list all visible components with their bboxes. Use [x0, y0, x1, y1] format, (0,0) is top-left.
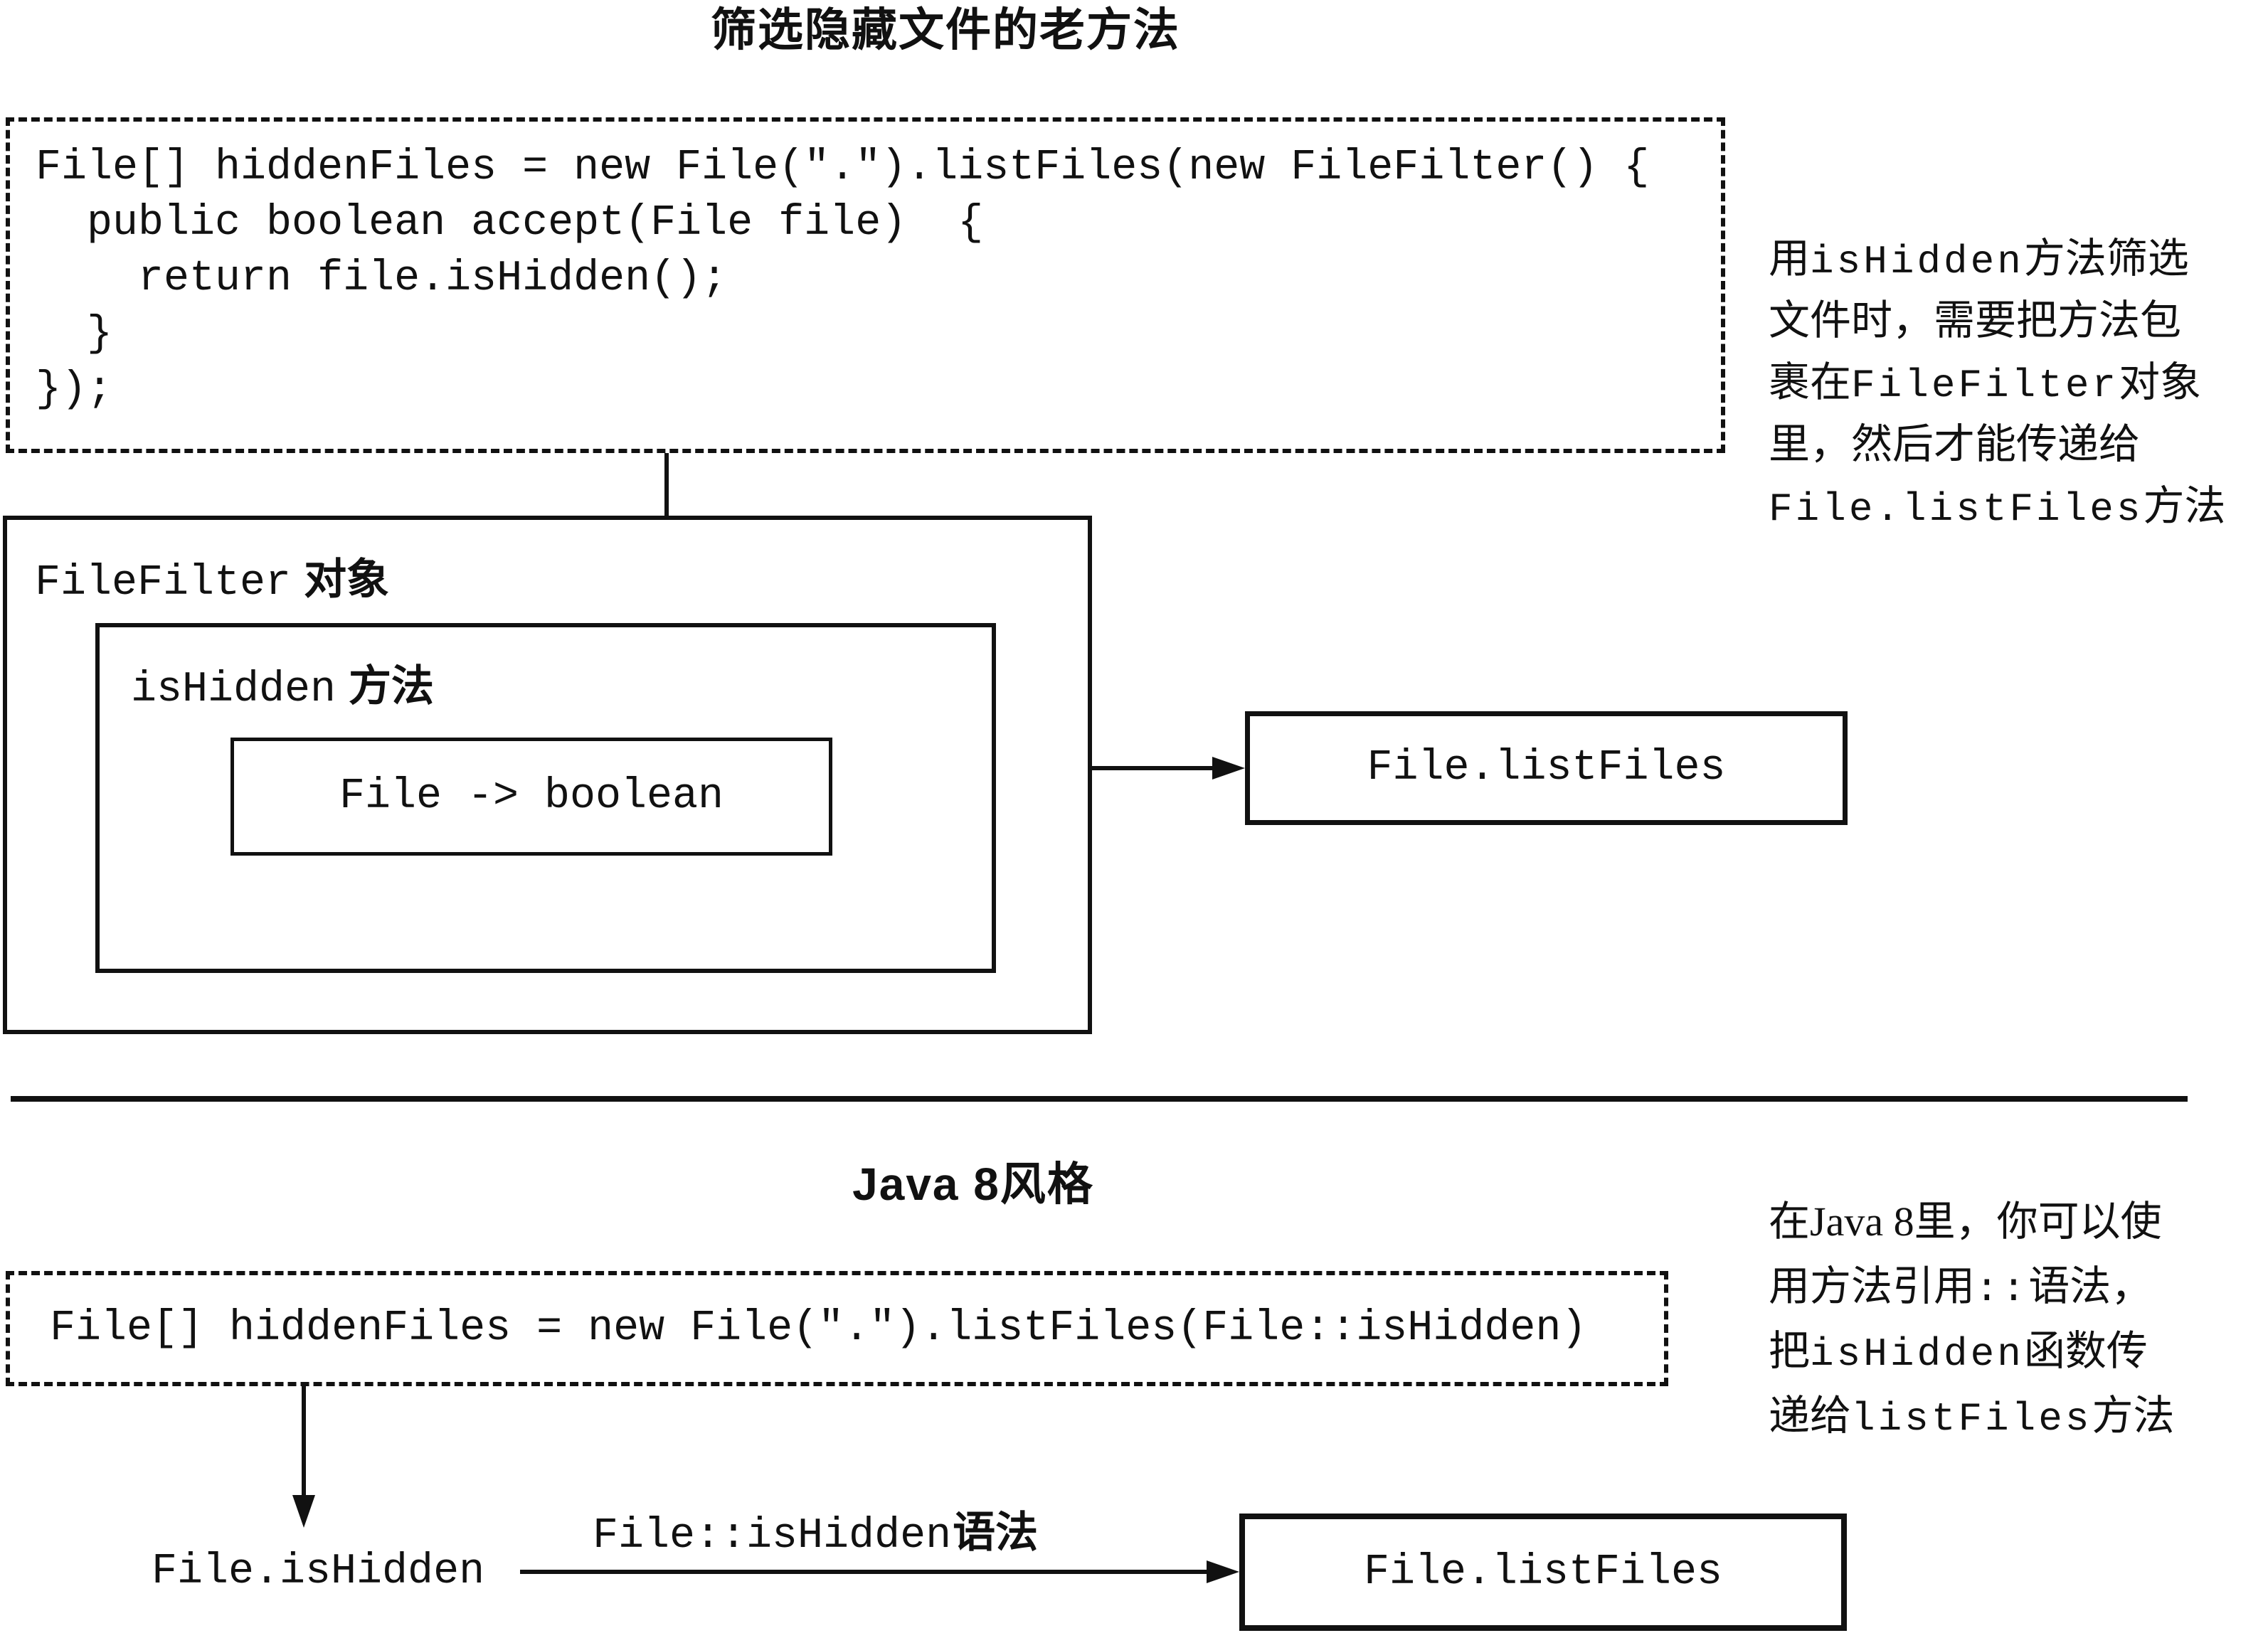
ishidden-label-code: isHidden	[131, 666, 337, 714]
ishidden-label-cn: 方法	[349, 663, 435, 710]
annotation-line: 裹在FileFilter对象	[1769, 359, 2202, 408]
java8-code: File[] hiddenFiles = new File(".").listF…	[50, 1304, 1587, 1353]
filefilter-label-code: FileFilter	[35, 559, 292, 607]
arrow-methodref-to-listfiles-line	[520, 1570, 1209, 1574]
listfiles-box-bottom: File.listFiles	[1239, 1514, 1847, 1631]
annotation-line: 用方法引用::语法，	[1769, 1263, 2153, 1312]
filefilter-label-cn: 对象	[304, 556, 390, 603]
code-line: return file.isHidden();	[36, 255, 728, 303]
arrow-right-icon	[1212, 757, 1245, 780]
annotation-line: 文件时，需要把方法包	[1769, 297, 2182, 344]
filefilter-object-label: FileFilter 对象	[35, 545, 389, 607]
syntax-label-code: File::isHidden	[593, 1512, 952, 1560]
method-reference-text: File.isHidden	[152, 1548, 485, 1596]
listfiles-box-top-text: File.listFiles	[1367, 744, 1726, 792]
annotation-line: File.listFiles方法	[1769, 483, 2226, 532]
java8-title: Java 8风格	[852, 1159, 1094, 1210]
annotation-line: 里，然后才能传递给	[1769, 421, 2141, 467]
lambda-signature-text: File -> boolean	[339, 772, 724, 821]
old-way-annotation: 用isHidden方法筛选文件时，需要把方法包裹在FileFilter对象里，然…	[1769, 233, 2268, 543]
listfiles-box-bottom-text: File.listFiles	[1363, 1548, 1723, 1597]
arrow-right-icon	[1207, 1560, 1239, 1583]
code-line: public boolean accept(File file) {	[36, 199, 984, 248]
code-line: File[] hiddenFiles = new File(".").listF…	[36, 144, 1650, 192]
java8-code-box: File[] hiddenFiles = new File(".").listF…	[6, 1271, 1668, 1386]
ishidden-method-label: isHidden 方法	[131, 651, 434, 714]
section-divider	[11, 1096, 2188, 1102]
old-way-code: File[] hiddenFiles = new File(".").listF…	[36, 140, 1721, 417]
old-way-title: 筛选隐藏文件的老方法	[711, 4, 1180, 55]
arrow-code-to-methodref-line	[302, 1386, 306, 1496]
annotation-line: 在Java 8里，你可以使	[1769, 1198, 2162, 1245]
syntax-label-cn: 语法	[953, 1509, 1039, 1556]
code-line: });	[36, 366, 113, 414]
annotation-line: 把isHidden函数传	[1769, 1328, 2148, 1377]
arrow-down-icon	[292, 1495, 315, 1528]
annotation-line: 递给listFiles方法	[1769, 1393, 2175, 1442]
arrow-object-to-listfiles-line	[1092, 766, 1214, 770]
old-way-code-box: File[] hiddenFiles = new File(".").listF…	[6, 117, 1725, 453]
code-line: }	[36, 310, 113, 358]
java8-annotation: 在Java 8里，你可以使用方法引用::语法，把isHidden函数传递给lis…	[1769, 1195, 2268, 1454]
listfiles-box-top: File.listFiles	[1245, 711, 1848, 825]
annotation-line: 用isHidden方法筛选	[1769, 235, 2189, 284]
lambda-signature-box: File -> boolean	[230, 738, 832, 856]
